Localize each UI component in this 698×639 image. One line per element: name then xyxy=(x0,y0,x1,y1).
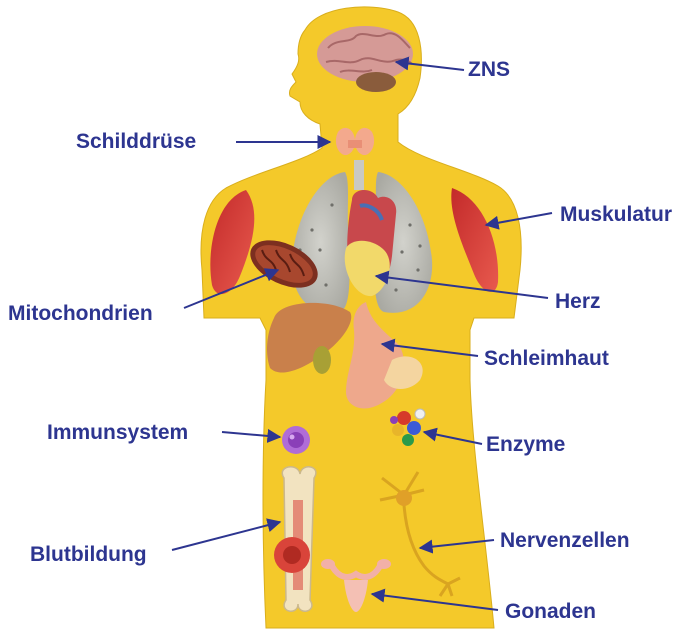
label-blutbildung: Blutbildung xyxy=(30,543,147,567)
label-muskulatur: Muskulatur xyxy=(560,203,672,227)
label-herz: Herz xyxy=(555,290,601,314)
red-blood-cell-icon xyxy=(274,537,310,573)
label-schilddruese: Schilddrüse xyxy=(76,130,196,154)
label-zns: ZNS xyxy=(468,58,510,82)
label-mitochondrien: Mitochondrien xyxy=(8,302,153,326)
immune-cell-icon xyxy=(282,426,310,454)
label-schleimhaut: Schleimhaut xyxy=(484,347,609,371)
label-immunsystem: Immunsystem xyxy=(47,421,188,445)
label-nervenzellen: Nervenzellen xyxy=(500,529,630,553)
label-gonaden: Gonaden xyxy=(505,600,596,624)
label-enzyme: Enzyme xyxy=(486,433,565,457)
